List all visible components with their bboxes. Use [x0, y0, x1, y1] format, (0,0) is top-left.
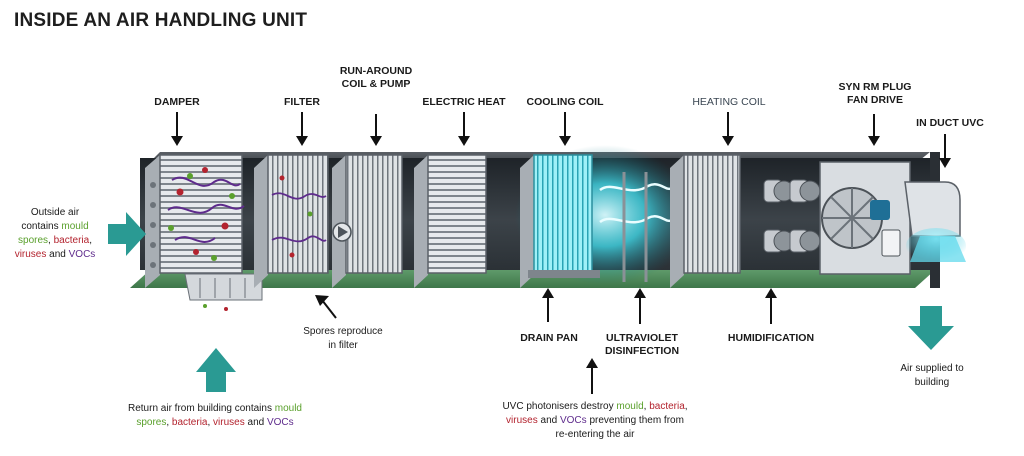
uvc-line3: re-entering the air	[555, 429, 635, 440]
motor-icon	[870, 200, 890, 220]
spores-line1: Spores reproduce	[303, 326, 383, 337]
cooling-coil-label: COOLING COIL	[526, 96, 604, 108]
humidifier-nozzles	[763, 179, 821, 253]
filter-label: FILTER	[284, 96, 320, 108]
uv-disinfection-label: ULTRAVIOLET DISINFECTION	[600, 332, 684, 358]
callout-arrows	[171, 112, 951, 394]
outside-air-arrow	[108, 212, 146, 256]
fan-drive-label-line2: FAN DRIVE	[846, 94, 903, 106]
run-around-label: RUN-AROUND COIL & PUMP	[336, 65, 416, 91]
humidification-label: HUMIDIFICATION	[727, 332, 815, 344]
run-around-label-line1: RUN-AROUND	[339, 65, 413, 77]
air-supplied-line1: Air supplied to	[900, 363, 964, 374]
filter-section	[254, 154, 329, 288]
outside-air-line1: Outside air	[30, 207, 80, 218]
uv-disinfection-label-line2: DISINFECTION	[604, 345, 680, 357]
electric-heat-section	[414, 154, 487, 288]
return-air-arrow	[196, 348, 236, 392]
spores-text: Spores reproduce in filter	[288, 325, 398, 353]
heating-coil-label: HEATING COIL	[692, 96, 766, 108]
outside-air-line3: spores, bacteria,	[18, 235, 92, 246]
in-duct-uvc-outlet	[904, 181, 966, 264]
spores-line2: in filter	[328, 340, 358, 351]
fan-drive-label: SYN RM PLUG FAN DRIVE	[830, 81, 920, 107]
uv-disinfection-label-line1: ULTRAVIOLET	[606, 332, 678, 344]
outside-air-line4: viruses and VOCs	[14, 249, 96, 260]
casing-floor	[130, 270, 935, 288]
heating-coil-section	[670, 154, 741, 288]
drive-controller-icon	[881, 229, 901, 257]
air-supplied-text: Air supplied to building	[886, 362, 978, 390]
page-title: INSIDE AN AIR HANDLING UNIT	[14, 10, 308, 31]
damper-section	[145, 154, 245, 288]
in-duct-uvc-label: IN DUCT UVC	[916, 117, 984, 129]
return-air-text: Return air from building contains mould …	[100, 402, 330, 430]
outside-air-line2: contains mould	[21, 221, 89, 232]
run-around-label-line2: COIL & PUMP	[341, 78, 411, 90]
fan-drive-label-line1: SYN RM PLUG	[838, 81, 912, 93]
air-supplied-arrow	[908, 306, 954, 350]
uvc-photoniser-text: UVC photonisers destroy mould, bacteria,…	[470, 400, 720, 442]
damper-label: DAMPER	[154, 96, 200, 108]
drain-pan	[528, 270, 600, 278]
uvc-line1: UVC photonisers destroy mould, bacteria,	[502, 401, 688, 412]
run-around-coil-section	[332, 154, 403, 288]
drain-pan-label: DRAIN PAN	[520, 332, 578, 344]
electric-heat-label: ELECTRIC HEAT	[422, 96, 506, 108]
plug-fan-section	[819, 161, 911, 275]
return-air-grille	[184, 273, 263, 311]
outside-air-text: Outside air contains mould spores, bacte…	[0, 206, 110, 262]
air-supplied-line2: building	[914, 377, 950, 388]
return-air-line1: Return air from building contains mould	[128, 403, 302, 414]
return-air-line2: spores, bacteria, viruses and VOCs	[136, 417, 294, 428]
uvc-line2: viruses and VOCs preventing them from	[506, 415, 684, 426]
cooling-coil-section	[515, 145, 695, 288]
